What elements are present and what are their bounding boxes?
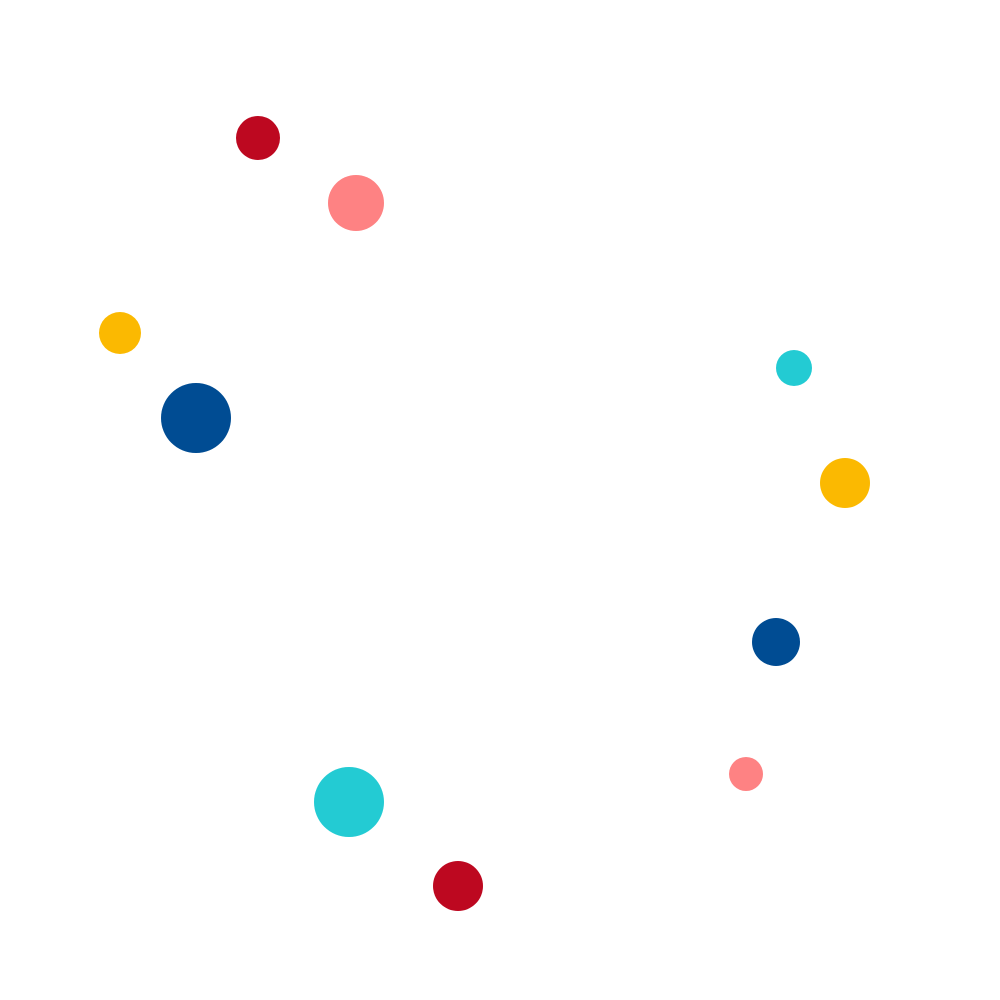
- dot-cyan-1: [776, 350, 812, 386]
- dot-navy-1: [161, 383, 231, 453]
- dot-salmon-2: [729, 757, 763, 791]
- dot-red-1: [236, 116, 280, 160]
- dot-yellow-1: [99, 312, 141, 354]
- dot-navy-2: [752, 618, 800, 666]
- dot-salmon-1: [328, 175, 384, 231]
- dot-cyan-2: [314, 767, 384, 837]
- dot-red-2: [433, 861, 483, 911]
- dot-yellow-2: [820, 458, 870, 508]
